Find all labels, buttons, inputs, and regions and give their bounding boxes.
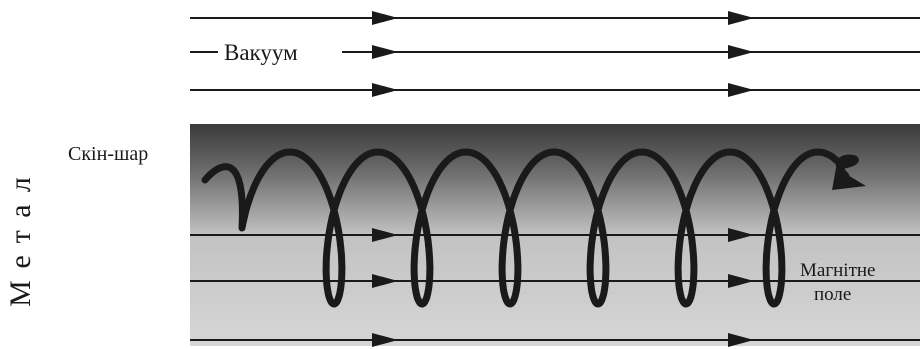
arrowhead-icon	[372, 11, 398, 25]
vacuum-field-lines	[190, 17, 920, 91]
helical-current-path	[201, 148, 859, 308]
vacuum-label: Вакуум	[224, 40, 298, 65]
metal-field-lines	[190, 234, 920, 341]
vacuum-field-arrows	[372, 11, 754, 97]
arrowhead-icon	[372, 45, 398, 59]
magnetic-field-label-line2: поле	[814, 284, 851, 305]
arrowhead-icon	[728, 228, 754, 242]
metal-field-arrows	[372, 228, 754, 347]
arrowhead-icon	[728, 45, 754, 59]
magnetic-field-label-line1: Магнітне	[800, 260, 875, 281]
arrowhead-icon	[728, 83, 754, 97]
skin-layer-label: Скін-шар	[68, 143, 148, 165]
arrowhead-icon	[372, 333, 398, 347]
helix-arrowhead-icon	[832, 168, 866, 190]
arrowhead-icon	[728, 274, 754, 288]
arrowhead-icon	[372, 274, 398, 288]
arrowhead-icon	[372, 228, 398, 242]
arrowhead-icon	[372, 83, 398, 97]
metal-label: Метал	[4, 165, 37, 307]
arrowhead-icon	[728, 11, 754, 25]
arrowhead-icon	[728, 333, 754, 347]
